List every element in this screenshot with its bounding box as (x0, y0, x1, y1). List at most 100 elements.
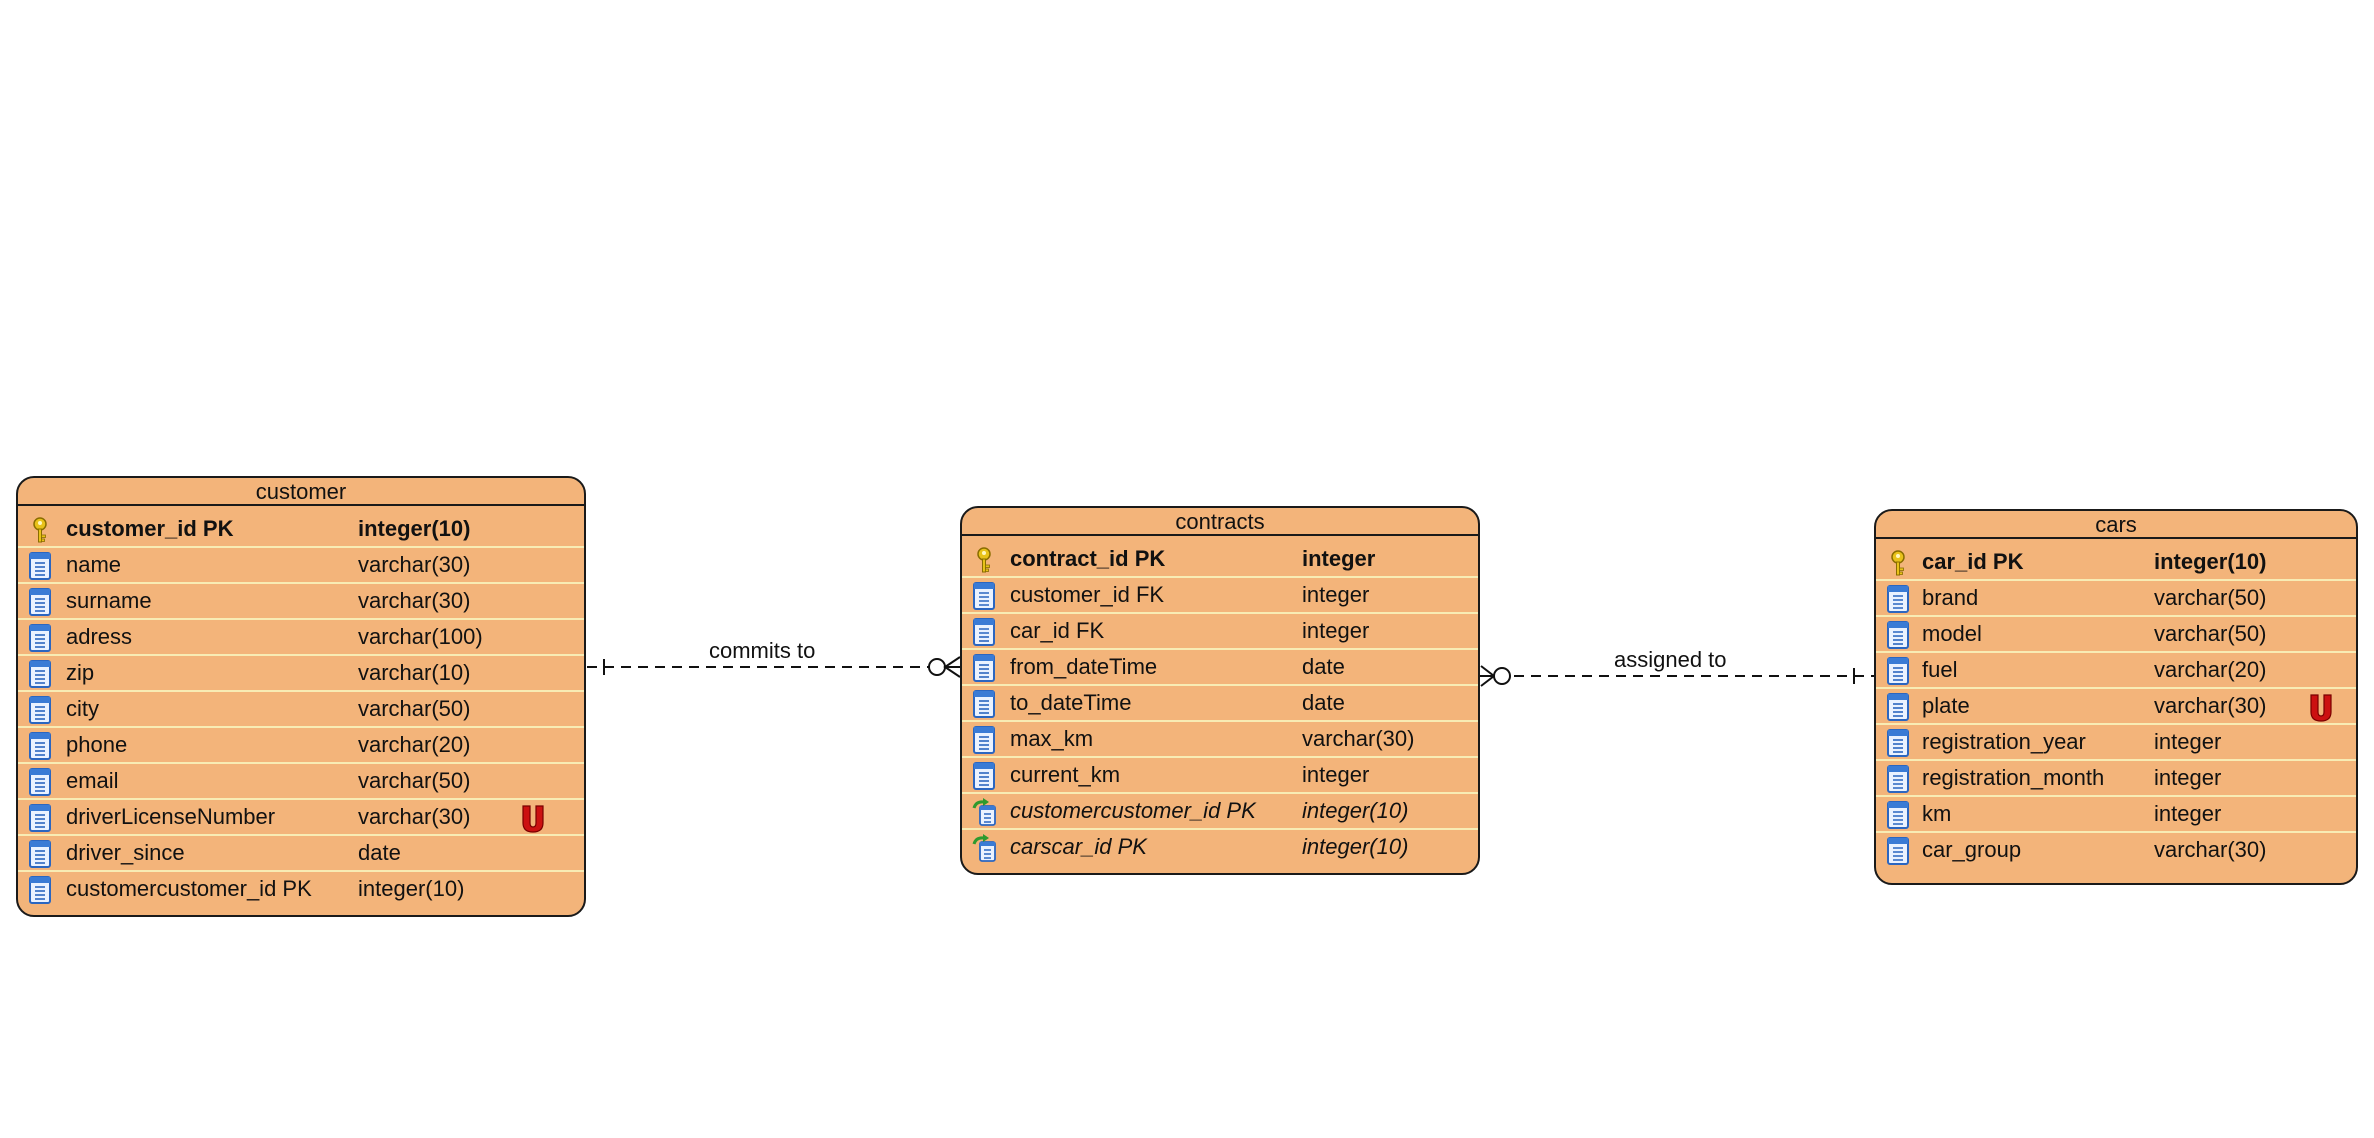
column-name: car_id FK (1010, 618, 1105, 643)
table-row[interactable]: city varchar(50) (18, 692, 584, 728)
column-icon (972, 762, 996, 790)
table-row[interactable]: registration_month integer (1876, 761, 2356, 797)
column-type: integer (1302, 546, 1376, 571)
column-type: integer(10) (1302, 834, 1409, 859)
column-icon (28, 804, 52, 832)
table-row[interactable]: car_id FK integer (962, 614, 1478, 650)
table-row[interactable]: brand varchar(50) (1876, 581, 2356, 617)
key-icon (972, 546, 996, 574)
table-row[interactable]: max_km varchar(30) (962, 722, 1478, 758)
column-type: varchar(20) (358, 732, 471, 757)
column-name: city (66, 696, 99, 721)
column-icon (1886, 765, 1910, 793)
column-type: integer (2154, 765, 2222, 790)
column-icon (972, 726, 996, 754)
table-title-contracts: contracts (962, 508, 1478, 536)
column-name: email (66, 768, 119, 793)
column-name: brand (1922, 585, 1979, 610)
column-name: car_group (1922, 837, 2022, 862)
column-name: current_km (1010, 762, 1121, 787)
crowfoot-contracts-right (1480, 665, 1496, 687)
column-type: integer (1302, 582, 1370, 607)
column-icon (972, 618, 996, 646)
column-type: integer (1302, 762, 1370, 787)
column-name: customercustomer_id PK (66, 876, 312, 901)
table-row[interactable]: contract_id PK integer (962, 542, 1478, 578)
column-type: integer (2154, 801, 2222, 826)
column-name: contract_id PK (1010, 546, 1166, 571)
column-name: customercustomer_id PK (1010, 798, 1256, 823)
column-name: zip (66, 660, 95, 685)
column-name: driverLicenseNumber (66, 804, 276, 829)
column-type: integer(10) (358, 876, 465, 901)
column-icon (1886, 657, 1910, 685)
table-row[interactable]: current_km integer (962, 758, 1478, 794)
column-name: model (1922, 621, 1982, 646)
column-icon (1886, 585, 1910, 613)
column-type: date (358, 840, 401, 865)
column-type: varchar(30) (1302, 726, 1415, 751)
table-title-customer: customer (18, 478, 584, 506)
column-type: varchar(30) (358, 552, 471, 577)
column-name: max_km (1010, 726, 1094, 751)
column-name: customer_id PK (66, 516, 234, 541)
crowfoot-contracts (943, 656, 961, 678)
column-type: varchar(10) (358, 660, 471, 685)
column-icon (28, 732, 52, 760)
column-type: date (1302, 690, 1345, 715)
column-icon (1886, 837, 1910, 865)
table-row[interactable]: km integer (1876, 797, 2356, 833)
column-name: adress (66, 624, 133, 649)
column-icon (1886, 621, 1910, 649)
relation-label-assigned-to: assigned to (1614, 647, 1727, 672)
column-type: integer (2154, 729, 2222, 754)
column-name: km (1922, 801, 1952, 826)
unique-constraint-icon (520, 804, 546, 834)
column-name: customer_id FK (1010, 582, 1165, 607)
column-icon (972, 582, 996, 610)
column-icon (28, 840, 52, 868)
table-row[interactable]: customercustomer_id PK integer(10) (18, 872, 584, 908)
column-name: car_id PK (1922, 549, 2024, 574)
column-icon (1886, 729, 1910, 757)
column-icon (1886, 693, 1910, 721)
foreign-key-icon (972, 798, 996, 826)
column-type: varchar(50) (358, 696, 471, 721)
unique-constraint-icon (2308, 693, 2334, 723)
table-row[interactable]: customer_id FK integer (962, 578, 1478, 614)
column-icon (972, 654, 996, 682)
column-icon (28, 588, 52, 616)
column-type: varchar(50) (2154, 585, 2267, 610)
table-row[interactable]: phone varchar(20) (18, 728, 584, 764)
column-type: varchar(30) (2154, 693, 2267, 718)
zero-marker-contracts (928, 658, 946, 676)
column-type: integer (1302, 618, 1370, 643)
column-name: registration_month (1922, 765, 2105, 790)
column-icon (28, 624, 52, 652)
key-icon (28, 516, 52, 544)
column-name: phone (66, 732, 128, 757)
table-row[interactable]: zip varchar(10) (18, 656, 584, 692)
